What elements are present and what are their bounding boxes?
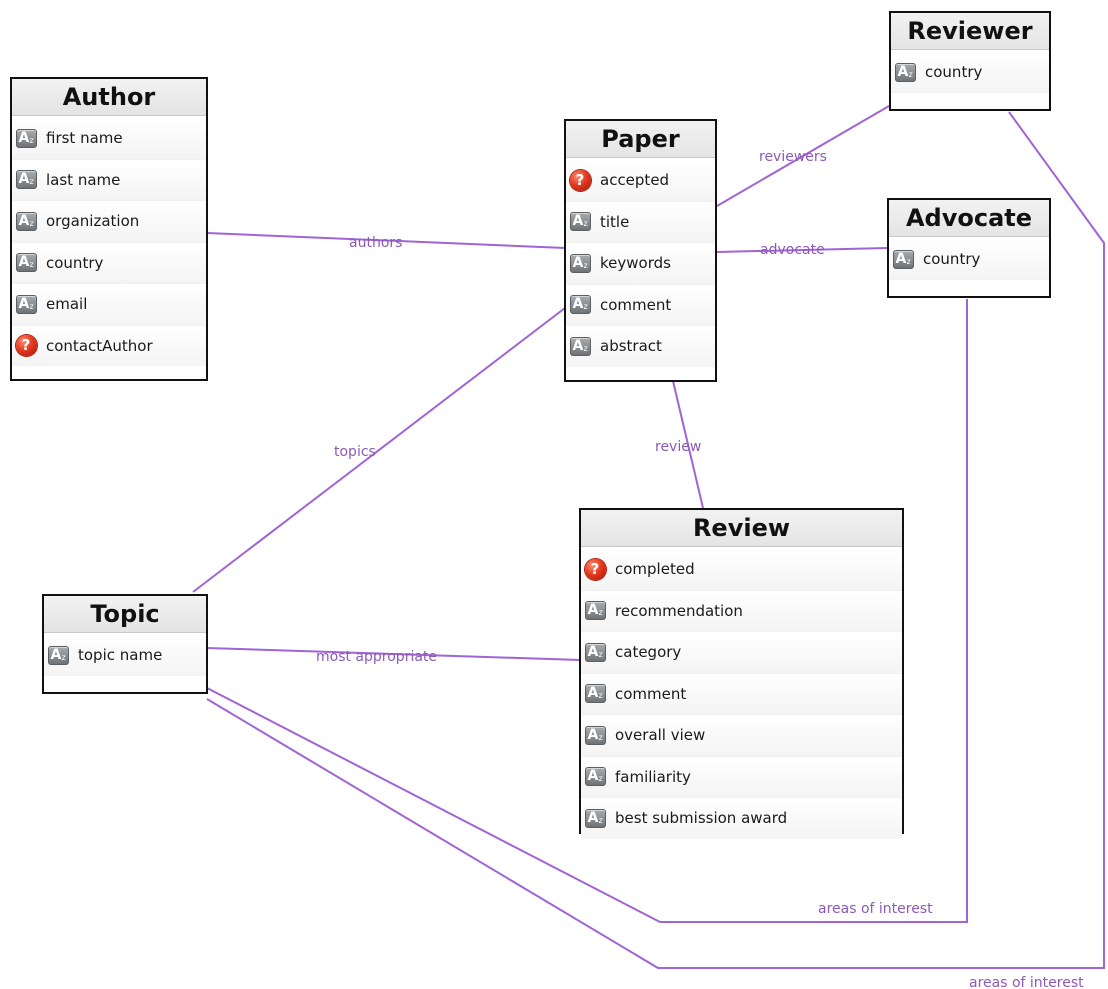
entity-title: Review [581,510,902,547]
edge-label-authors: authors [349,235,402,251]
entity-title: Paper [566,121,715,158]
attribute-label: completed [615,560,695,579]
edge-label-advocate: advocate [760,242,825,258]
edge-review[interactable] [672,380,704,509]
edge-areas-of-interest-advocate[interactable] [206,299,968,923]
attribute-label: overall view [615,726,706,745]
attribute-label: comment [615,684,687,703]
attribute-label: keywords [600,254,671,273]
attribute-label: organization [46,212,140,231]
entity-title: Author [12,79,206,116]
edge-label-topics: topics [334,444,376,460]
attribute-label: title [600,212,630,231]
attribute-label: best submission award [615,809,788,828]
entity-title: Advocate [889,200,1049,237]
attribute-label: comment [600,295,672,314]
attribute-row[interactable]: ? accepted [566,160,715,202]
edge-authors[interactable] [206,232,566,249]
entity-title: Topic [44,596,206,633]
attribute-label: accepted [600,171,670,190]
edge-advocate[interactable] [716,247,888,253]
attribute-label: topic name [78,646,163,665]
boolean-attribute-icon: ? [584,558,606,580]
edge-label-areas-of-interest-advocate: areas of interest [818,901,933,917]
attribute-label: category [615,643,682,662]
attribute-row[interactable]: ? contactAuthor [12,325,206,366]
edge-most-appropriate[interactable] [206,647,581,661]
edge-reviewers[interactable] [716,105,890,207]
boolean-attribute-icon: ? [15,335,37,357]
attribute-row[interactable]: ? completed [581,549,902,591]
edge-label-areas-of-interest-reviewer: areas of interest [969,975,1084,989]
entity-title: Reviewer [891,13,1049,50]
attribute-label: last name [46,170,121,189]
attribute-label: contactAuthor [46,336,153,355]
edge-label-review: review [655,439,701,455]
attribute-label: email [46,295,88,314]
attribute-label: first name [46,129,123,148]
attribute-label: country [46,253,104,272]
edge-areas-of-interest-reviewer[interactable] [206,111,1105,969]
attribute-label: country [923,250,981,269]
attribute-label: abstract [600,337,662,356]
attribute-label: country [925,63,983,82]
edge-label-most-appropriate: most appropriate [316,649,437,665]
edge-topics[interactable] [192,307,566,593]
edge-label-reviewers: reviewers [759,149,827,165]
boolean-attribute-icon: ? [569,169,591,191]
attribute-label: familiarity [615,767,691,786]
attribute-label: recommendation [615,601,743,620]
